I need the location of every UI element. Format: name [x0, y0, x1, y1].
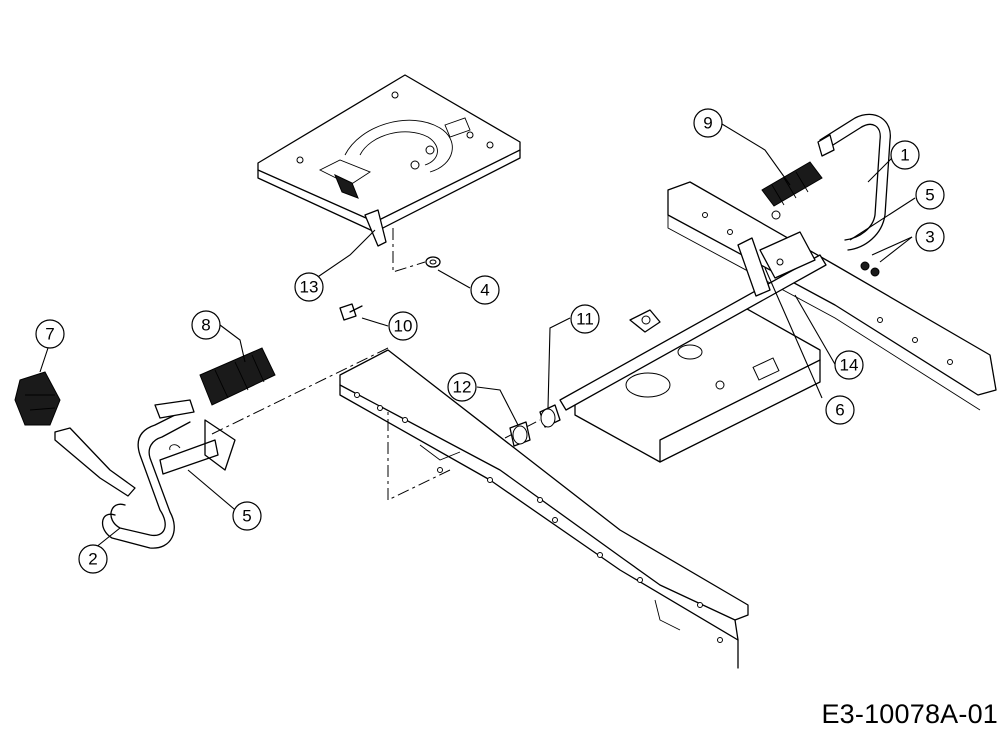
lever-handle — [817, 113, 891, 251]
callout-5-right: 5 — [915, 180, 945, 210]
leader-lines — [39, 123, 916, 549]
callout-label: 2 — [88, 550, 97, 569]
assembly-line — [504, 419, 541, 439]
shaft — [559, 231, 827, 411]
frame-rail-right — [667, 181, 997, 411]
callout-label: 7 — [45, 325, 54, 344]
callout-2: 2 — [78, 544, 108, 574]
pedal-pad — [199, 347, 276, 406]
callout-13: 13 — [294, 272, 324, 302]
callout-7: 7 — [35, 319, 65, 349]
callout-5-left: 5 — [232, 501, 262, 531]
pedal-arm — [54, 399, 236, 549]
callout-1: 1 — [890, 140, 920, 170]
callout-label: 5 — [925, 186, 934, 205]
hardware — [339, 256, 441, 321]
bolts — [860, 261, 880, 277]
callout-label: 3 — [925, 228, 934, 247]
pedal-bracket-plate — [574, 304, 821, 463]
callout-14: 14 — [834, 350, 864, 380]
callout-label: 8 — [201, 316, 210, 335]
callout-label: 12 — [453, 378, 472, 397]
callout-3: 3 — [915, 222, 945, 252]
callout-label: 4 — [480, 281, 489, 300]
knob — [14, 371, 61, 426]
callout-label: 6 — [835, 401, 844, 420]
drawing-code: E3-10078A-01 — [821, 699, 998, 729]
callout-label: 11 — [576, 310, 594, 329]
callout-label: 5 — [242, 507, 251, 526]
callout-8: 8 — [191, 310, 221, 340]
callout-label: 13 — [300, 278, 319, 297]
assembly-line — [211, 347, 389, 435]
callout-label: 1 — [900, 146, 909, 165]
bushings — [509, 404, 561, 447]
grip — [761, 161, 823, 220]
callout-9: 9 — [693, 108, 723, 138]
callout-11: 11 — [570, 304, 600, 334]
seat-plate — [257, 74, 521, 247]
callout-12: 12 — [447, 372, 477, 402]
callout-4: 4 — [470, 275, 500, 305]
assembly-line — [392, 228, 426, 273]
frame-rail — [339, 349, 749, 669]
callout-10: 10 — [388, 311, 418, 341]
callout-label: 14 — [840, 356, 859, 375]
callout-label: 9 — [703, 114, 712, 133]
callout-label: 10 — [394, 317, 413, 336]
callout-6: 6 — [825, 395, 855, 425]
